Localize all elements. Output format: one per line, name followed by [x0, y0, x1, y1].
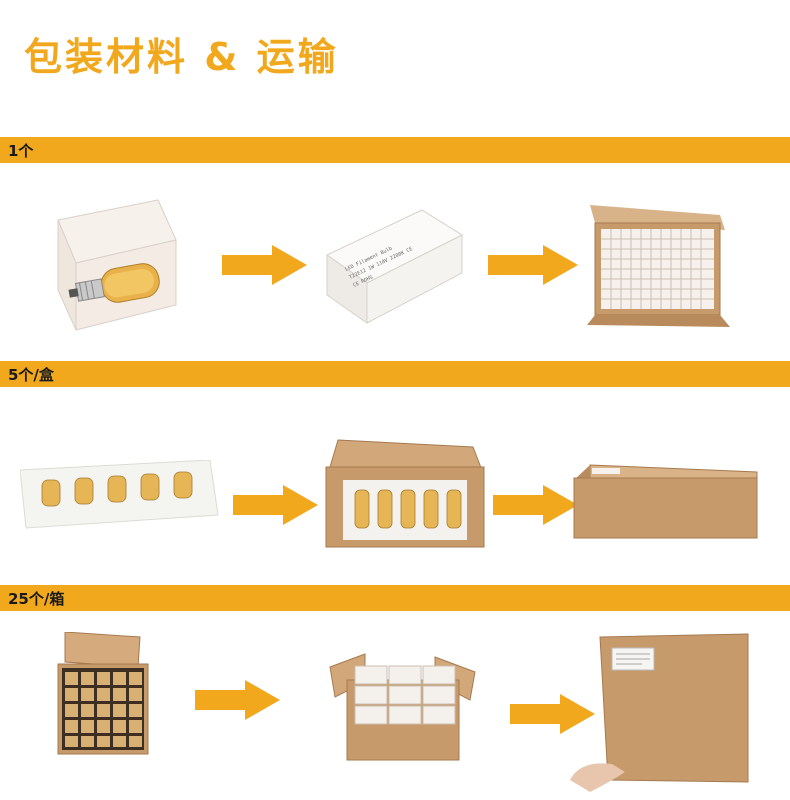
section-band-carton: 25个/箱	[0, 585, 790, 611]
kraft-box-bulbs-image	[325, 439, 485, 548]
arrow-icon	[510, 694, 595, 734]
arrow-icon	[233, 485, 318, 525]
section-label-box: 5个/盒	[8, 366, 54, 384]
single-bulb-box-image	[57, 199, 177, 331]
foam-tray-image	[20, 460, 219, 529]
section-label-carton: 25个/箱	[8, 590, 65, 608]
filled-master-carton-image	[587, 205, 730, 327]
white-inner-box-image: LED Filament Bulb T22E12 1W 110V 2200K C…	[326, 209, 464, 324]
arrow-icon	[493, 485, 578, 525]
section-row-single: LED Filament Bulb T22E12 1W 110V 2200K C…	[0, 190, 790, 350]
section-band-box: 5个/盒	[0, 361, 790, 387]
section-row-carton	[0, 632, 790, 797]
arrow-icon	[488, 245, 578, 285]
section-band-single: 1个	[0, 137, 790, 163]
open-master-carton-image	[329, 653, 476, 761]
arrow-icon	[222, 245, 307, 285]
inner-carton-grid-image	[57, 632, 149, 755]
closed-kraft-box-image	[573, 464, 758, 539]
section-row-box	[0, 430, 790, 570]
section-label-single: 1个	[8, 142, 34, 160]
sealed-carton-image	[570, 633, 749, 792]
arrow-icon	[195, 680, 280, 720]
page-title: 包装材料 & 运输	[24, 35, 339, 79]
